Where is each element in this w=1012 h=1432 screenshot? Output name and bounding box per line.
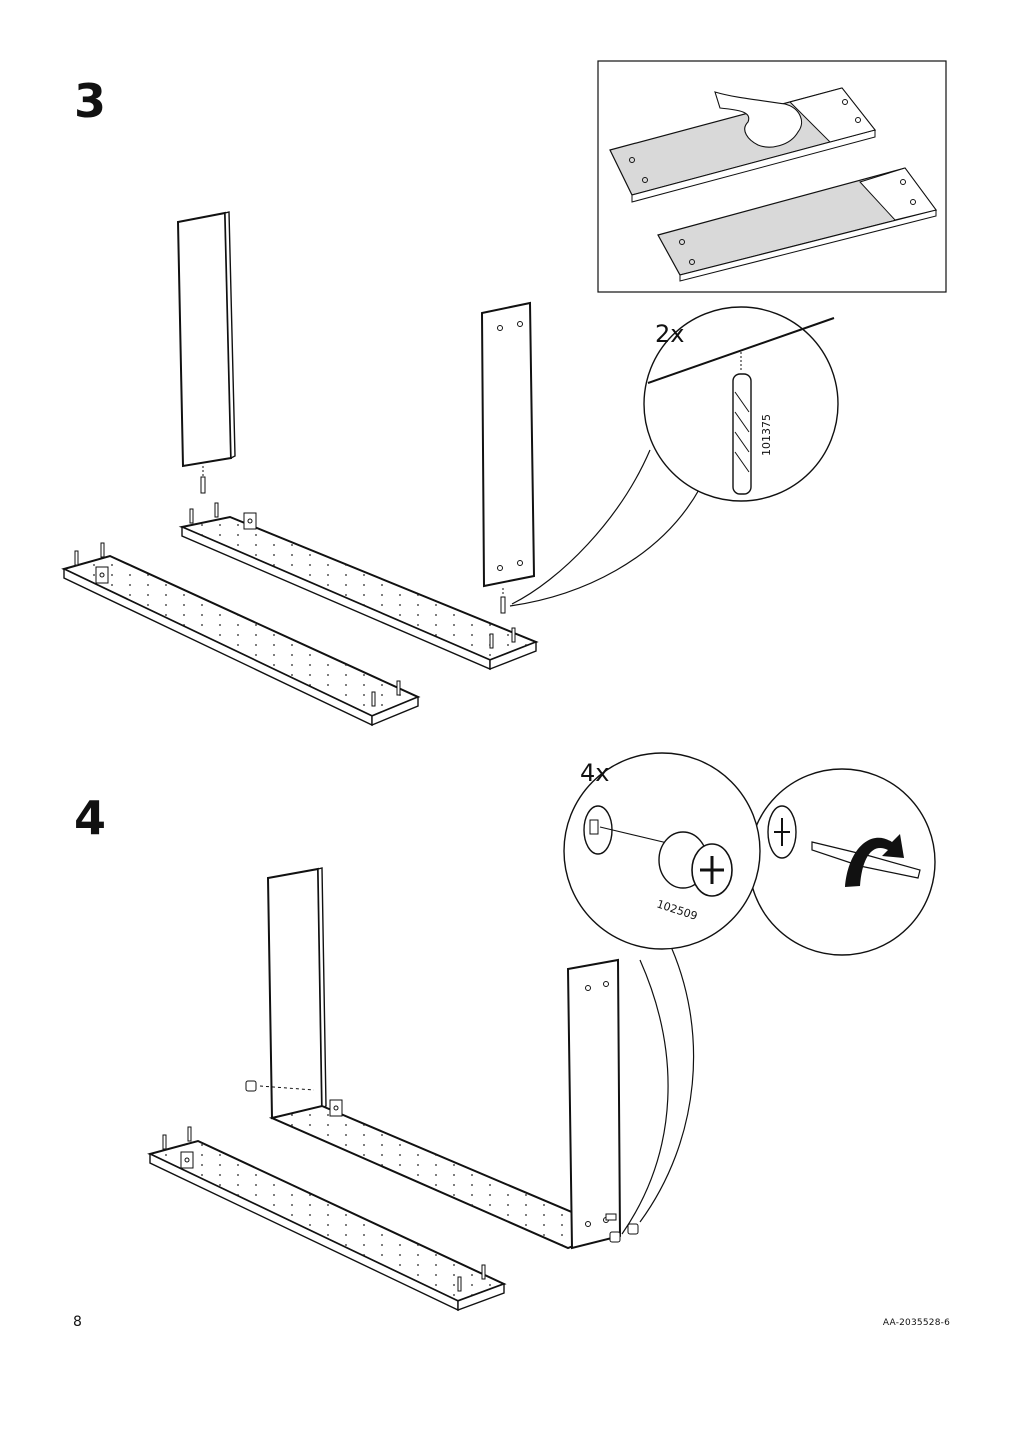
dowel-callout: 2x 101375 [509,306,839,607]
step-4-diagram: 4x 102509 [147,752,936,1312]
cam-lock-callout: 4x 102509 [563,752,936,1235]
part-number: 101375 [760,414,773,456]
side-panel [566,958,639,1250]
side-panel [480,301,536,614]
quantity-label: 4x [580,759,609,787]
document-code: AA-2035528-6 [882,1318,950,1328]
bottom-board [178,502,539,671]
bottom-board [61,542,421,727]
step-number: 3 [74,74,107,128]
step-3-diagram: 2x 101375 [61,60,947,727]
side-panel [245,867,327,1120]
quantity-label: 2x [655,320,684,348]
step-number: 4 [74,791,107,845]
side-panel [176,211,236,494]
bottom-board [147,1126,507,1312]
page-number: 8 [73,1314,82,1330]
cleaning-inset [597,60,947,293]
